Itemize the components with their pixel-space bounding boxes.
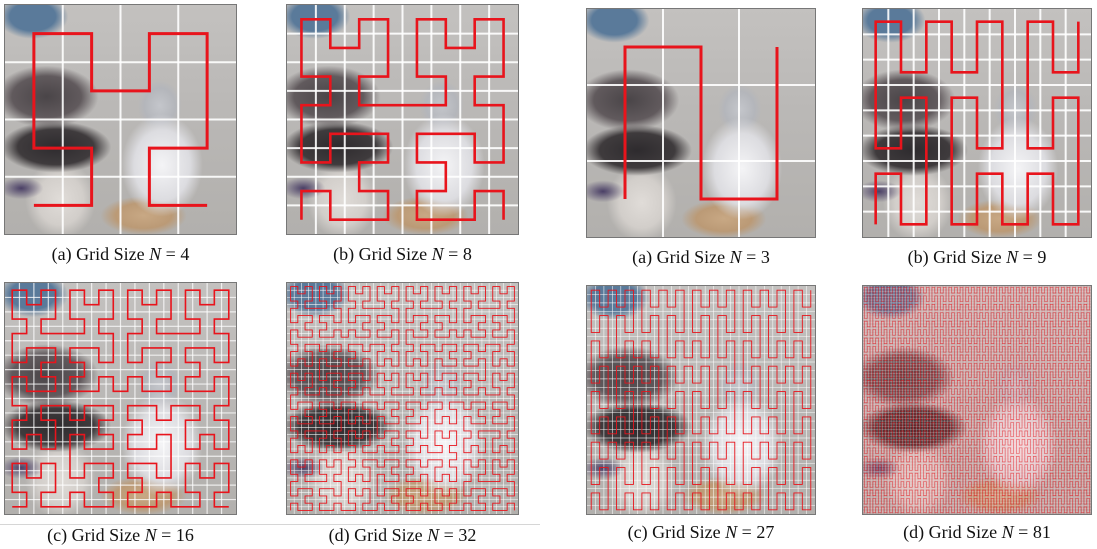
curve-overlay	[587, 9, 815, 237]
space-filling-curve	[32, 32, 209, 207]
hilbert-panel-a	[4, 4, 237, 235]
peano-caption-a: (a) Grid Size N = 3	[632, 247, 770, 267]
peano-panel-a	[586, 8, 816, 238]
hilbert-caption-c: (c) Grid Size N = 16	[47, 525, 194, 545]
space-filling-curve	[300, 18, 505, 221]
divider-line	[0, 524, 540, 525]
curve-overlay	[287, 5, 518, 234]
peano-panel-c	[586, 285, 816, 515]
curve-overlay	[287, 283, 518, 514]
hilbert-caption-a: (a) Grid Size N = 4	[51, 244, 190, 264]
space-filling-curve	[11, 289, 230, 508]
space-filling-curve	[874, 20, 1080, 226]
peano-panel-d	[862, 285, 1092, 515]
space-filling-curve	[623, 45, 779, 201]
space-filling-curve	[590, 289, 812, 511]
hilbert-panel-d	[286, 282, 519, 515]
curve-overlay	[863, 286, 1091, 514]
space-filling-curve	[864, 287, 1090, 513]
hilbert-caption-b: (b) Grid Size N = 8	[333, 244, 472, 264]
curve-overlay	[587, 286, 815, 514]
hilbert-panel-c	[4, 282, 237, 515]
peano-panel-b	[862, 8, 1092, 238]
hilbert-caption-d: (d) Grid Size N = 32	[328, 525, 477, 545]
curve-overlay	[863, 9, 1091, 237]
peano-caption-b: (b) Grid Size N = 9	[907, 247, 1047, 267]
curve-overlay	[5, 5, 236, 234]
peano-caption-d: (d) Grid Size N = 81	[903, 522, 1051, 542]
peano-caption-c: (c) Grid Size N = 27	[627, 522, 775, 542]
hilbert-panel-b	[286, 4, 519, 235]
space-filling-curve	[290, 286, 515, 511]
curve-overlay	[5, 283, 236, 514]
